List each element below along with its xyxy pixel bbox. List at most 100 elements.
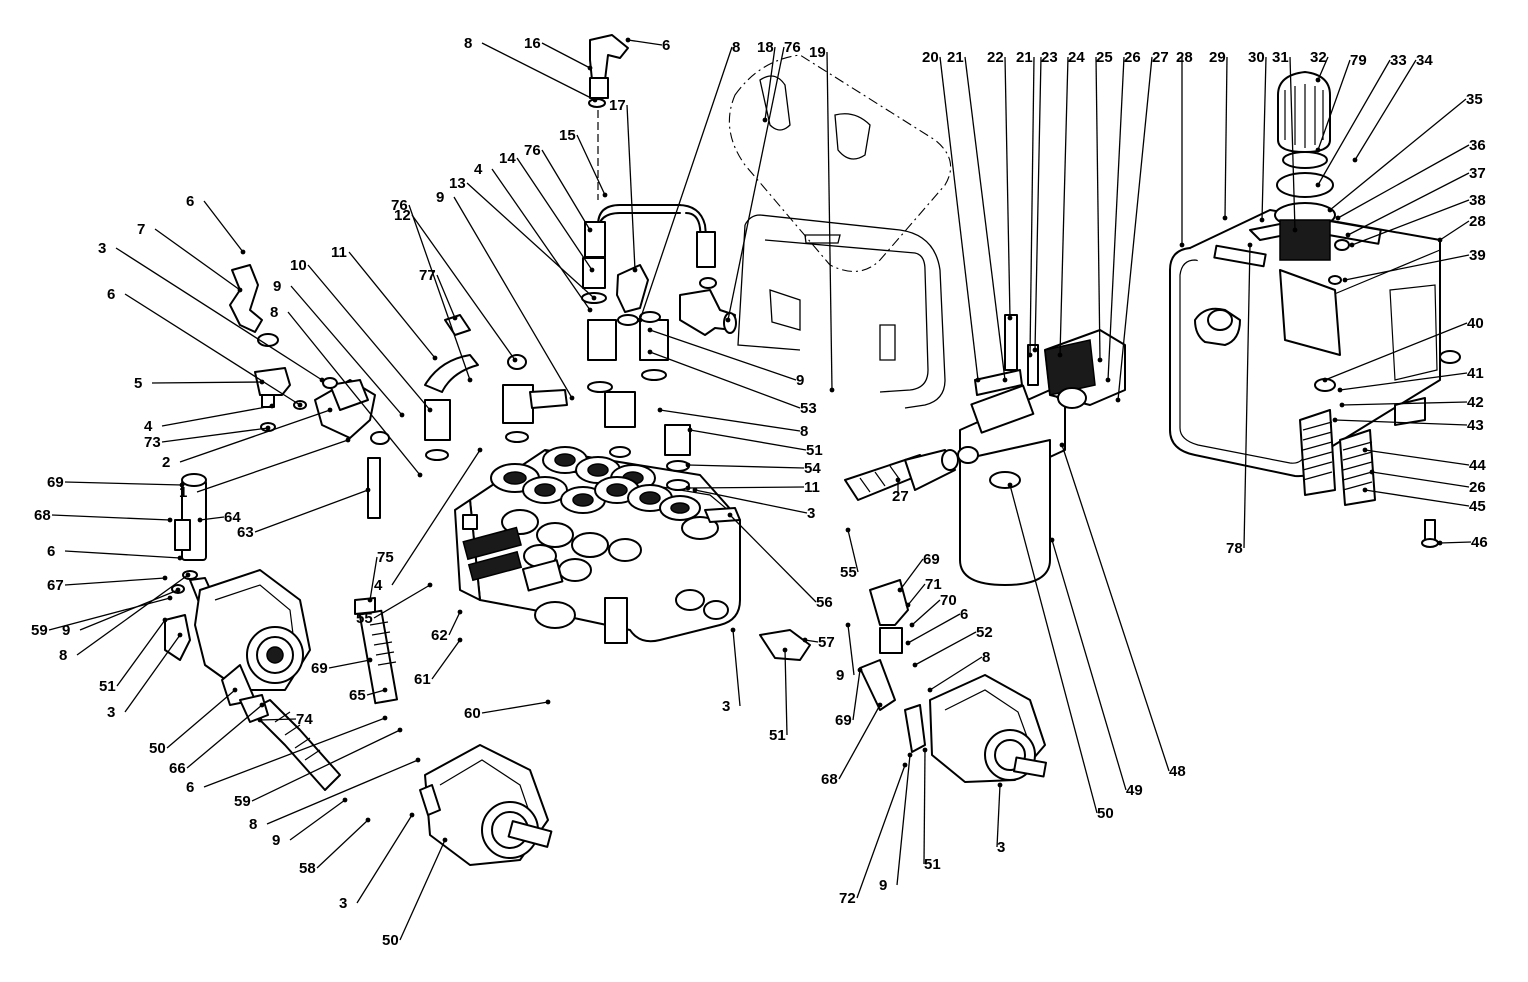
leader-dot — [1222, 215, 1228, 221]
leader-dot — [902, 762, 908, 768]
leader-dot — [922, 747, 928, 753]
leader-dot — [1315, 182, 1321, 188]
leader-dot — [432, 355, 438, 361]
callout-number: 42 — [1467, 394, 1484, 411]
callout-number: 58 — [299, 860, 316, 877]
callout-33: 33 — [1315, 52, 1407, 188]
callout-1: 1 — [179, 437, 351, 501]
leader-line — [627, 39, 663, 46]
leader-dot — [259, 379, 265, 385]
callout-number: 3 — [107, 704, 115, 721]
callout-19: 19 — [809, 44, 835, 393]
leader-line — [116, 619, 166, 687]
leader-dot — [1032, 347, 1038, 353]
callout-8: 8 — [657, 407, 808, 440]
callout-9: 9 — [273, 278, 405, 418]
leader-dot — [1322, 377, 1328, 383]
callout-77: 77 — [419, 267, 458, 321]
callout-14: 14 — [499, 150, 595, 273]
leader-dot — [1097, 357, 1103, 363]
leader-line — [259, 718, 297, 721]
callout-58: 58 — [299, 817, 371, 877]
callout-13: 13 — [449, 175, 597, 301]
callout-28: 28 — [1437, 213, 1486, 243]
callout-51: 51 — [769, 647, 788, 744]
callout-number: 39 — [1469, 247, 1486, 264]
leader-line — [838, 704, 881, 780]
callout-number: 3 — [997, 839, 1005, 856]
leader-dot — [1362, 487, 1368, 493]
leader-line — [659, 409, 801, 432]
leader-dot — [905, 640, 911, 646]
callout-6: 6 — [107, 286, 303, 408]
callout-number: 41 — [1467, 365, 1484, 382]
leader-dot — [1352, 157, 1358, 163]
leader-line — [266, 759, 419, 825]
leader-dot — [912, 662, 918, 668]
callout-number: 3 — [98, 240, 106, 257]
leader-dot — [975, 377, 981, 383]
leader-line — [436, 274, 456, 319]
callout-8: 8 — [464, 35, 598, 103]
callout-51: 51 — [687, 427, 823, 459]
callout-number: 26 — [1124, 49, 1141, 66]
callout-70: 70 — [909, 592, 957, 628]
callout-number: 63 — [237, 524, 254, 541]
leader-line — [576, 134, 606, 196]
leader-dot — [259, 702, 265, 708]
leader-dot — [845, 527, 851, 533]
callout-number: 50 — [1097, 805, 1114, 822]
callout-number: 4 — [144, 418, 153, 435]
callout-76: 76 — [524, 142, 593, 233]
leader-line — [896, 754, 911, 886]
leader-line — [639, 46, 733, 321]
callout-45: 45 — [1362, 487, 1486, 515]
callout-number: 9 — [272, 832, 280, 849]
leader-line — [694, 489, 808, 514]
callout-27: 27 — [1115, 49, 1169, 403]
leader-line — [481, 42, 596, 101]
callout-number: 68 — [821, 771, 838, 788]
callout-number: 37 — [1469, 165, 1486, 182]
leader-dot — [692, 487, 698, 493]
leader-dot — [647, 349, 653, 355]
hydraulic-pump-upper-left — [194, 569, 311, 706]
callout-number: 73 — [144, 434, 161, 451]
leader-dot — [909, 622, 915, 628]
leader-line — [1059, 56, 1069, 356]
callout-number: 15 — [559, 127, 576, 144]
leader-line — [1364, 489, 1470, 507]
valve-spool-ports — [490, 446, 729, 620]
leader-line — [448, 611, 461, 636]
leader-dot — [545, 699, 551, 705]
leader-line — [911, 599, 941, 626]
leader-dot — [457, 609, 463, 615]
leader-line — [1347, 172, 1470, 236]
leader-dot — [829, 387, 835, 393]
leader-dot — [185, 572, 191, 578]
callout-6: 6 — [47, 543, 183, 561]
leader-line — [626, 104, 636, 271]
leader-line — [491, 168, 591, 311]
leader-dot — [512, 357, 518, 363]
callout-number: 26 — [1469, 479, 1486, 496]
callout-55: 55 — [356, 582, 433, 627]
callout-number: 21 — [947, 49, 964, 66]
leader-dot — [162, 617, 168, 623]
leader-dot — [1327, 207, 1333, 213]
leader-line — [852, 669, 861, 721]
callout-number: 12 — [394, 207, 411, 224]
callout-50: 50 — [382, 837, 448, 949]
callout-35: 35 — [1327, 91, 1483, 213]
breather-filler-cap — [1274, 71, 1461, 548]
leader-line — [348, 251, 436, 359]
leader-line — [307, 264, 431, 411]
callout-12: 12 — [394, 207, 518, 363]
leader-dot — [399, 412, 405, 418]
callout-number: 51 — [99, 678, 116, 695]
callout-39: 39 — [1342, 247, 1486, 283]
callout-2: 2 — [162, 407, 333, 471]
leader-dot — [1049, 537, 1055, 543]
callout-26: 26 — [1369, 469, 1486, 496]
